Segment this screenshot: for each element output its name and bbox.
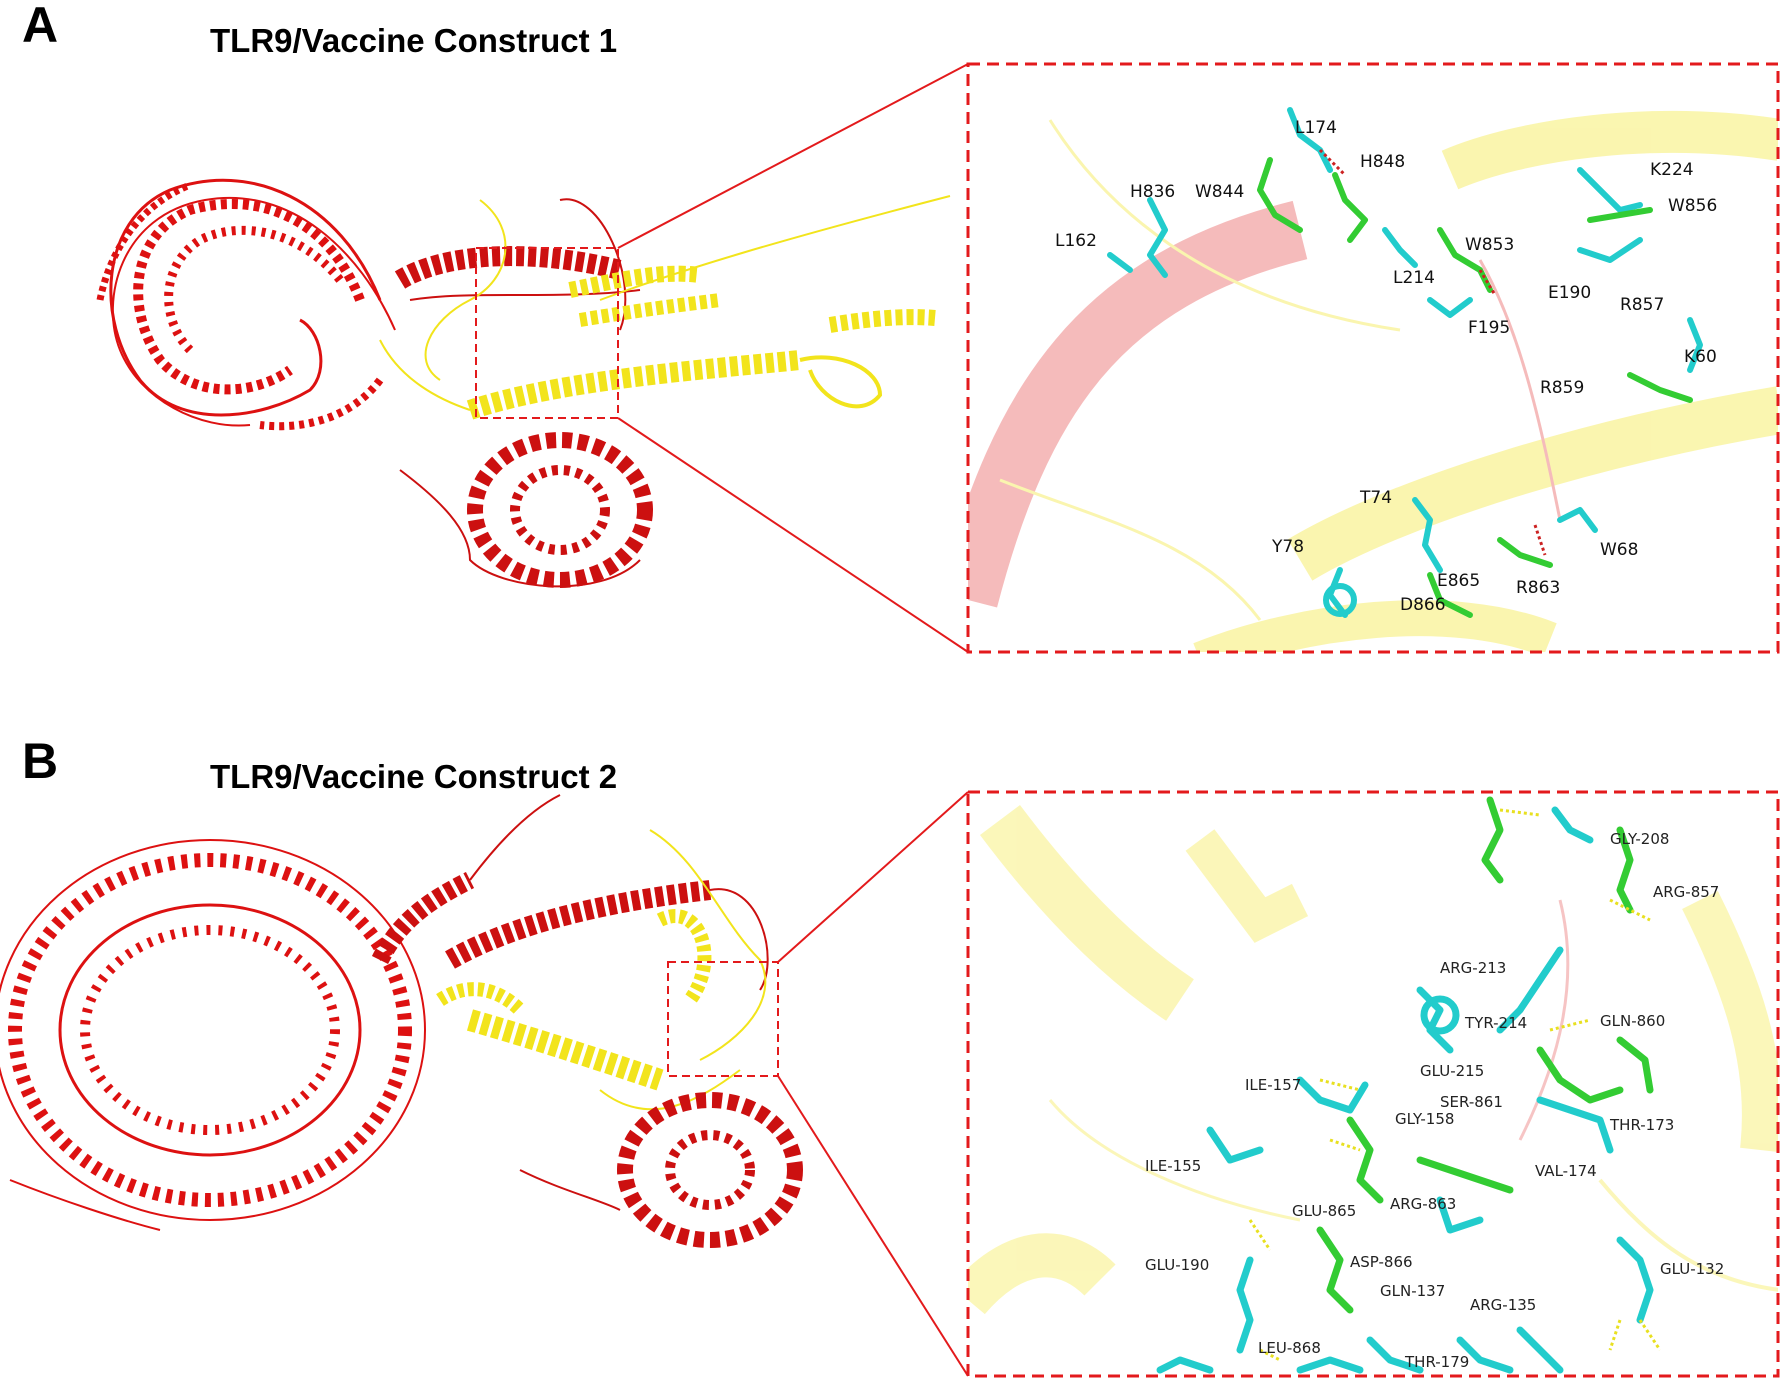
panel-b: B TLR9/Vaccine Construct 2 [0,733,1780,1378]
panel-b-residue-labels: GLY-208 ARG-857 ARG-213 TYR-214 GLN-860 … [1145,830,1724,1371]
panel-a-overview-structure [96,63,969,653]
residue-label: GLU-132 [1660,1260,1724,1278]
residue-label: F195 [1468,318,1510,338]
panel-b-tlr9-helix [371,794,769,991]
residue-label: H848 [1360,152,1405,172]
panel-a-inset: L174 H848 W844 H836 L162 L214 W853 F195 … [966,62,1780,654]
residue-label: E865 [1437,571,1480,591]
residue-label: D866 [1400,595,1446,615]
residue-label: L214 [1393,268,1435,288]
residue-label: GLY-208 [1610,830,1669,848]
residue-label: LEU-868 [1258,1339,1321,1357]
panel-b-inset-background-cartoon [968,804,1778,1315]
residue-label: R857 [1620,295,1664,315]
panel-b-connector-top [777,791,969,963]
residue-label: R863 [1516,578,1560,598]
panel-a: A TLR9/Vaccine Construct 1 [22,0,1780,654]
residue-label: Y78 [1271,537,1304,557]
residue-label: W844 [1195,182,1244,202]
panel-a-hbonds [1318,148,1547,556]
panel-a-inset-background-cartoon [968,110,1778,652]
residue-label: L174 [1295,118,1337,138]
panel-b-vaccine-chain [436,829,767,1111]
panel-a-residue-sticks [1107,107,1703,618]
residue-label: ILE-157 [1245,1076,1301,1094]
residue-label: ARG-857 [1653,883,1719,901]
residue-label: GLN-860 [1600,1012,1665,1030]
residue-label: TYR-214 [1464,1014,1527,1032]
panel-b-letter: B [22,733,58,789]
panel-b-title: TLR9/Vaccine Construct 2 [210,758,617,795]
panel-a-tlr9-horseshoe [96,178,396,431]
residue-label: GLU-215 [1420,1062,1484,1080]
panel-b-connector-bottom [777,1075,969,1377]
residue-label: VAL-174 [1535,1162,1597,1180]
panel-a-connector-bottom [617,417,969,653]
panel-a-vaccine-chain [379,195,951,420]
residue-label: SER-861 [1440,1093,1503,1111]
panel-a-tir-domain [399,432,653,588]
residue-label: GLU-865 [1292,1202,1356,1220]
residue-label: GLU-190 [1145,1256,1209,1274]
panel-b-hbonds [1248,808,1662,1362]
residue-label: K224 [1650,160,1694,180]
residue-label: W853 [1465,235,1514,255]
residue-label: THR-179 [1404,1353,1469,1371]
panel-b-zoom-region [667,961,779,1077]
residue-label: GLY-158 [1395,1110,1454,1128]
residue-label: R859 [1540,378,1584,398]
panel-a-residue-labels: L174 H848 W844 H836 L162 L214 W853 F195 … [1055,118,1717,615]
panel-b-tir-domain [519,1092,803,1248]
panel-a-connector-top [617,63,969,249]
residue-label: W68 [1600,540,1638,560]
panel-a-letter: A [22,0,58,53]
residue-label: T74 [1359,488,1392,508]
panel-b-inset: GLY-208 ARG-857 ARG-213 TYR-214 GLN-860 … [966,790,1780,1378]
residue-label: H836 [1130,182,1175,202]
residue-label: L162 [1055,231,1097,251]
residue-label: ARG-863 [1390,1195,1456,1213]
panel-a-title: TLR9/Vaccine Construct 1 [210,22,617,59]
residue-label: ASP-866 [1350,1253,1413,1271]
panel-b-tlr9-ring [0,839,426,1231]
panel-a-zoom-region [475,247,619,419]
residue-label: GLN-137 [1380,1282,1445,1300]
panel-b-inset-frame [966,790,1780,1378]
residue-label: ILE-155 [1145,1157,1201,1175]
residue-label: ARG-213 [1440,959,1506,977]
residue-label: E190 [1548,283,1591,303]
residue-label: W856 [1668,196,1717,216]
residue-label: K60 [1684,347,1717,367]
residue-label: ARG-135 [1470,1296,1536,1314]
panel-a-inset-frame [966,62,1780,654]
panel-b-residue-sticks [1156,796,1654,1374]
residue-label: THR-173 [1609,1116,1674,1134]
panel-b-overview-structure [0,791,969,1377]
